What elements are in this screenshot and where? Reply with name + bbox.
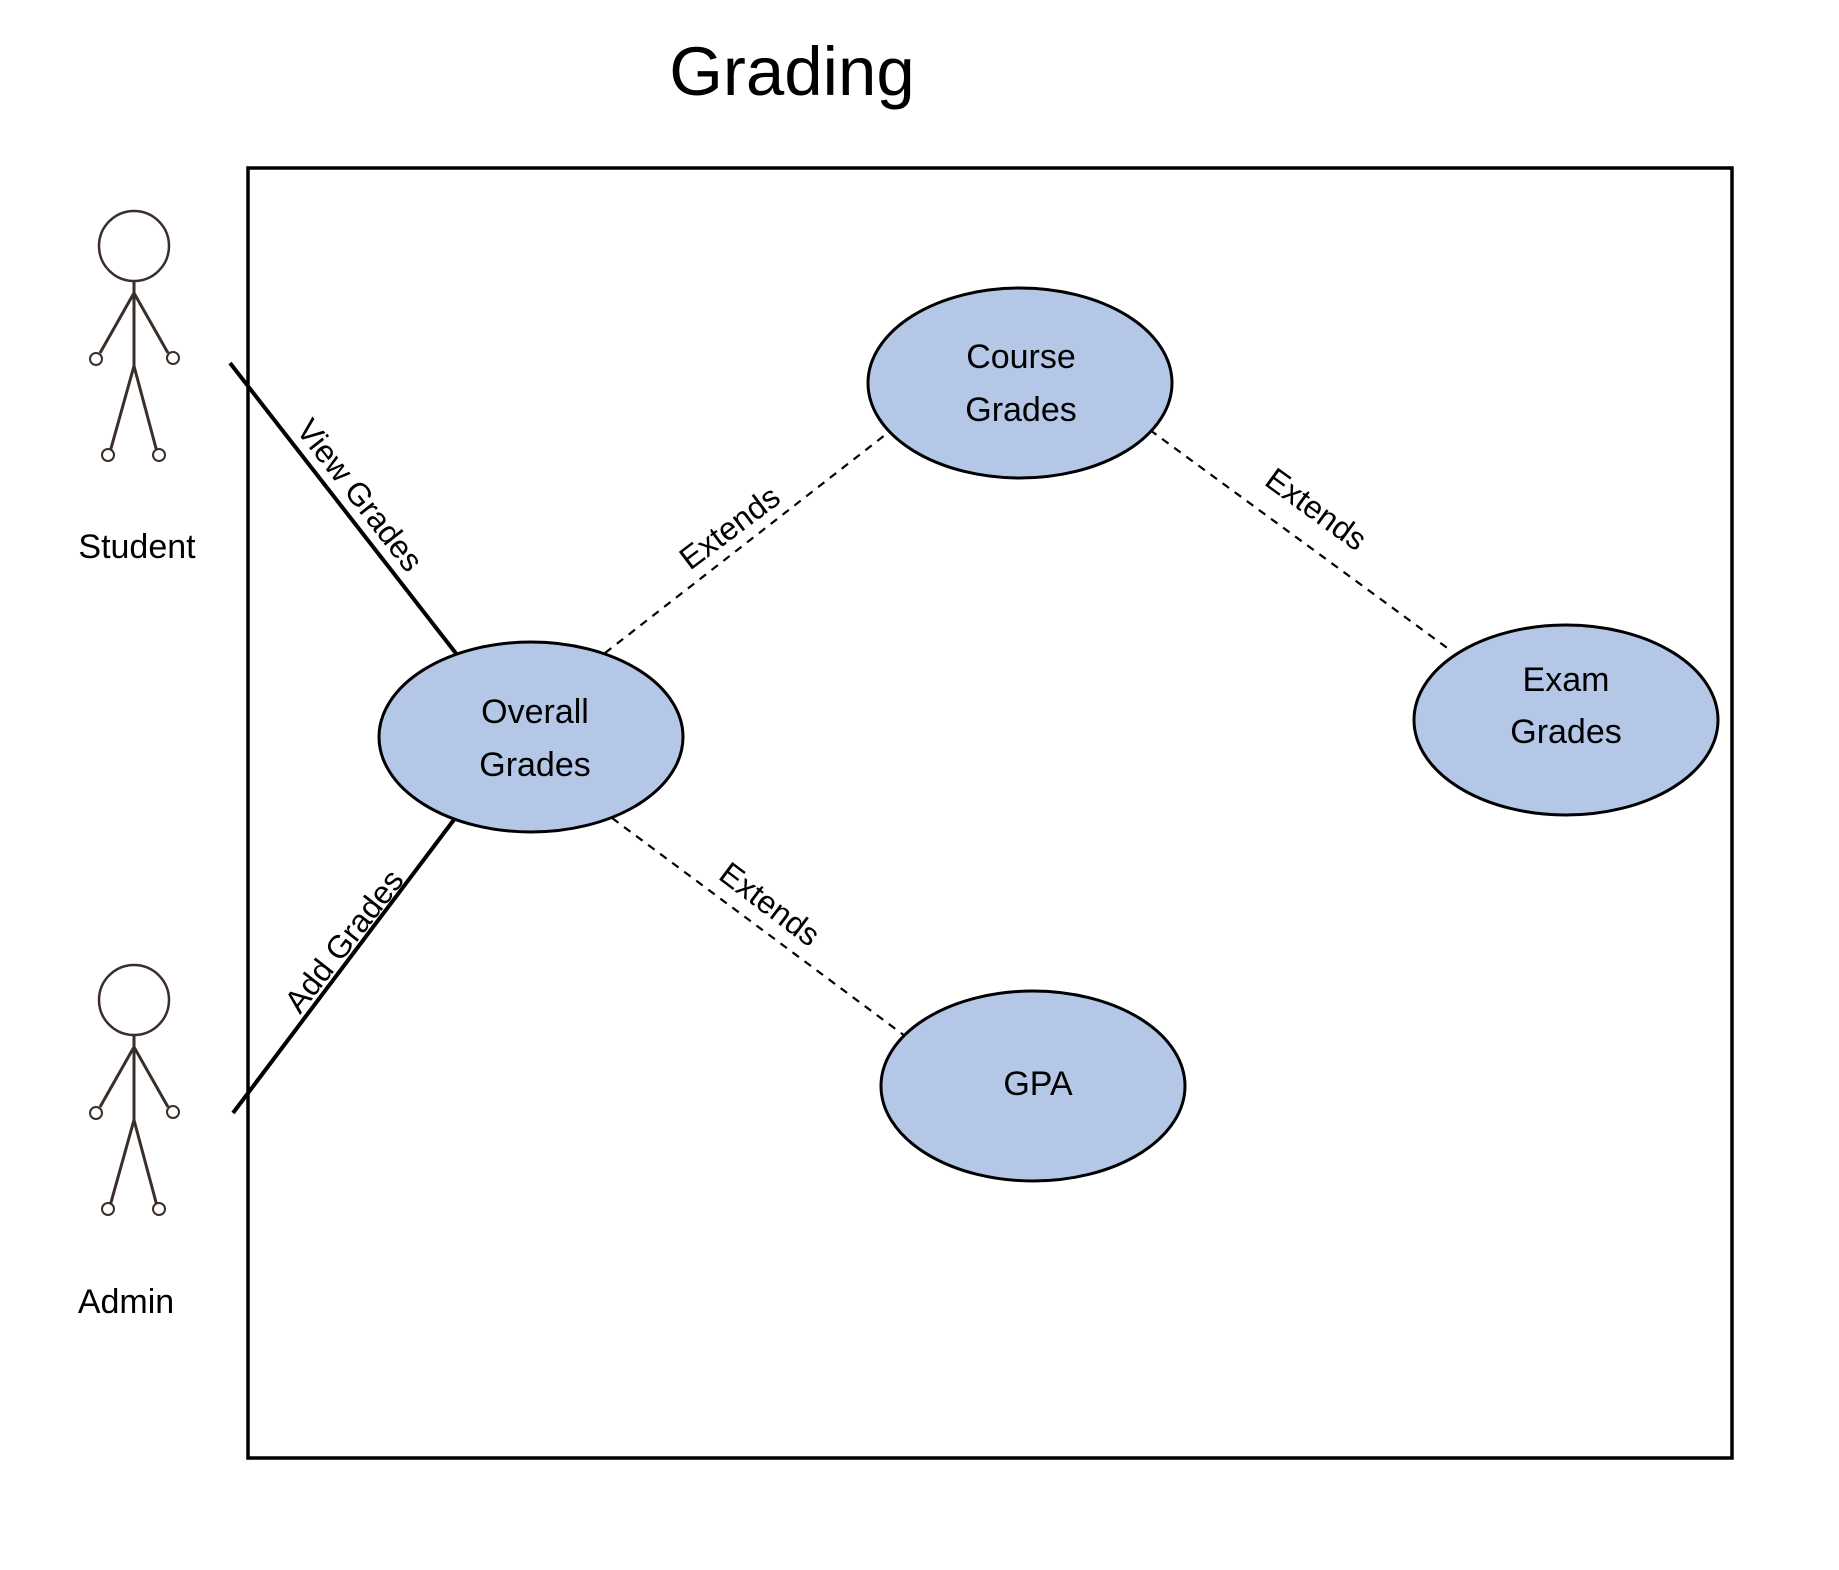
use-case-exam-line2: Grades [1510, 713, 1622, 751]
use-case-overall-line2: Grades [479, 746, 591, 784]
actor-admin: Admin [78, 963, 180, 1321]
association-label-add-grades: Add Grades [277, 863, 411, 1020]
student-stick-figure [89, 209, 180, 462]
actor-student: Student [78, 209, 196, 566]
association-line-admin-overall [231, 815, 458, 1115]
extend-label-overall-course: Extends [673, 478, 787, 576]
extend-line-overall-course [604, 434, 886, 654]
use-case-overall-line1: Overall [481, 693, 589, 731]
use-case-overall-grades: Overall Grades [377, 640, 685, 834]
extend-label-overall-gpa: Extends [713, 855, 827, 953]
extend-label-course-exam: Extends [1259, 461, 1374, 558]
use-case-gpa: GPA [879, 989, 1187, 1183]
association-label-view-grades: View Grades [289, 412, 430, 578]
use-case-course-grades: Course Grades [866, 286, 1174, 480]
use-case-course-line2: Grades [965, 391, 1077, 429]
association-line-student-overall [228, 361, 460, 658]
actor-label-student: Student [78, 528, 196, 566]
use-case-exam-grades: Exam Grades [1412, 623, 1720, 817]
use-case-course-line1: Course [966, 338, 1076, 376]
use-case-gpa-label: GPA [1003, 1065, 1073, 1103]
admin-stick-figure [89, 963, 180, 1216]
use-case-exam-line1: Exam [1523, 661, 1610, 699]
actor-label-admin: Admin [78, 1283, 174, 1321]
extend-line-course-exam [1149, 429, 1451, 651]
diagram-title: Grading [669, 33, 914, 110]
system-boundary [246, 166, 1734, 1460]
extend-line-overall-gpa [611, 817, 906, 1037]
